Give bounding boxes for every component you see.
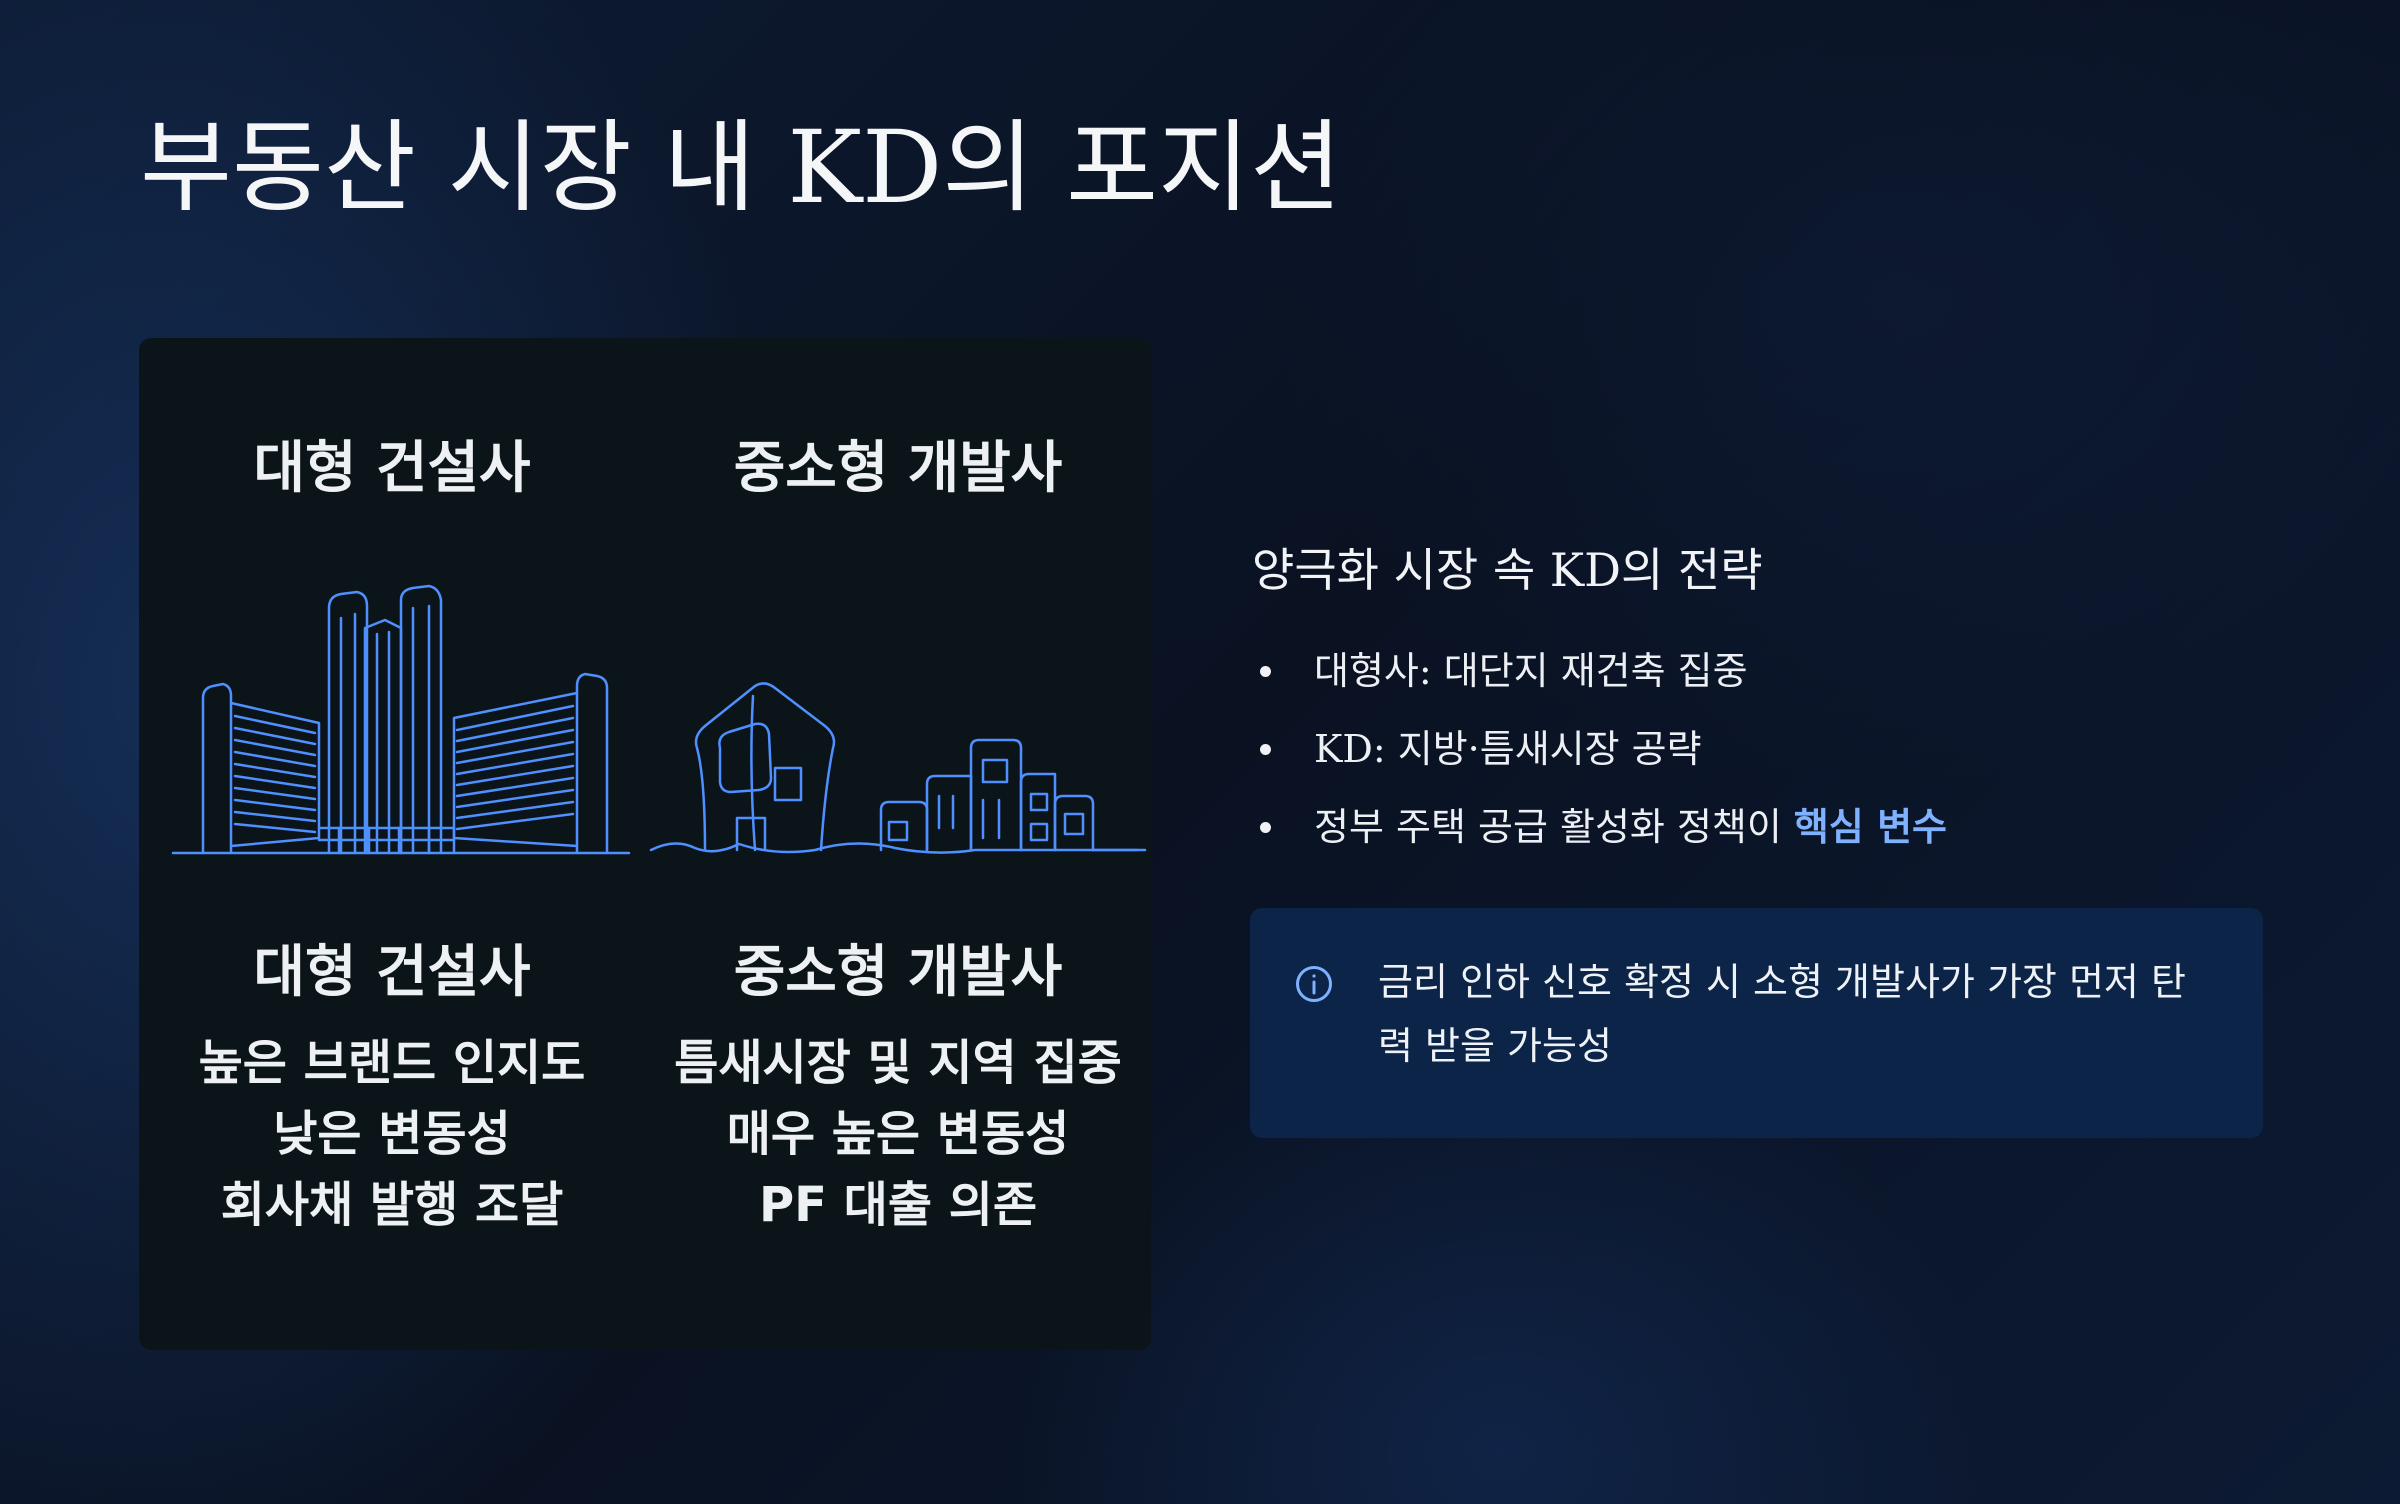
large-builder-subheading: 대형 건설사 (253, 940, 531, 1005)
large-builder-features: 높은 브랜드 인지도 낮은 변동성 회사채 발행 조달 (139, 1028, 645, 1241)
bullet-text: KD: 지방·틈새시장 공략 (1314, 727, 1702, 771)
list-item: 정부 주택 공급 활성화 정책이 핵심 변수 (1252, 792, 1947, 870)
highlight-text: 핵심 변수 (1793, 805, 1947, 849)
strategy-bullet-list: 대형사: 대단지 재건축 집중 KD: 지방·틈새시장 공략 정부 주택 공급 … (1252, 636, 1947, 870)
large-builder-feature: 낮은 변동성 (273, 1106, 511, 1162)
callout-text: 금리 인하 신호 확정 시 소형 개발사가 가장 먼저 탄력 받을 가능성 (1378, 960, 2186, 1068)
skyscraper-illustration-icon (139, 538, 645, 878)
bullet-dot-icon (1260, 666, 1271, 677)
small-developer-subheading: 중소형 개발사 (733, 940, 1063, 1005)
bullet-dot-icon (1260, 744, 1271, 755)
small-buildings-illustration-icon (645, 538, 1151, 878)
large-builder-column: 대형 건설사 대형 건설사 높은 브랜드 인지도 (139, 338, 645, 1350)
list-item: 대형사: 대단지 재건축 집중 (1252, 636, 1947, 714)
small-developer-features: 틈새시장 및 지역 집중 매우 높은 변동성 PF 대출 의존 (645, 1028, 1151, 1241)
large-builder-heading: 대형 건설사 (253, 436, 531, 501)
small-developer-feature: 틈새시장 및 지역 집중 (674, 1035, 1122, 1091)
large-builder-feature: 회사채 발행 조달 (220, 1177, 564, 1233)
small-developer-feature: 매우 높은 변동성 (726, 1106, 1070, 1162)
large-builder-feature: 높은 브랜드 인지도 (198, 1035, 586, 1091)
page-title: 부동산 시장 내 KD의 포지션 (140, 109, 1343, 226)
bullet-text: 대형사: 대단지 재건축 집중 (1314, 649, 1748, 693)
list-item: KD: 지방·틈새시장 공략 (1252, 714, 1947, 792)
bullet-dot-icon (1260, 822, 1271, 833)
comparison-panel: 대형 건설사 대형 건설사 높은 브랜드 인지도 (139, 338, 1151, 1350)
strategy-title: 양극화 시장 속 KD의 전략 (1252, 543, 1763, 597)
bullet-text: 정부 주택 공급 활성화 정책이 (1314, 805, 1794, 849)
info-callout: 금리 인하 신호 확정 시 소형 개발사가 가장 먼저 탄력 받을 가능성 (1250, 908, 2263, 1138)
small-developer-column: 중소형 개발사 중소형 개발사 (645, 338, 1151, 1350)
small-developer-feature: PF 대출 의존 (758, 1177, 1038, 1233)
info-circle-icon (1294, 964, 1334, 1004)
small-developer-heading: 중소형 개발사 (733, 436, 1063, 501)
